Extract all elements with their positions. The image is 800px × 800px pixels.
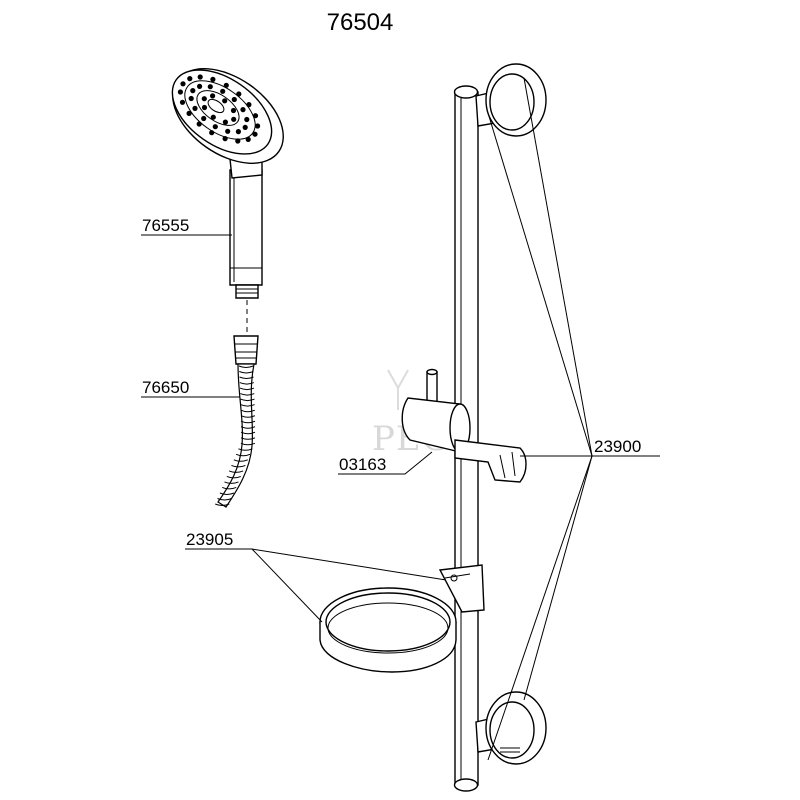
nozzle-dot	[220, 88, 226, 94]
hose-coil	[239, 371, 254, 374]
drawing-title: 76504	[327, 9, 394, 36]
nozzle-dot	[201, 115, 207, 122]
nozzle-dot	[223, 82, 229, 88]
hose-coil	[233, 459, 248, 462]
hose-coil	[240, 420, 256, 424]
nozzle-dot	[235, 129, 241, 135]
nozzle-dot	[255, 123, 261, 129]
part-label-23900: 23900	[594, 437, 641, 456]
nozzle-dot	[196, 121, 202, 127]
hose-coil	[239, 382, 254, 385]
nozzle-dot	[244, 116, 250, 123]
nozzle-dot	[210, 93, 216, 99]
nozzle-dot	[252, 131, 258, 137]
nozzle-dot	[246, 102, 252, 108]
hose-coil	[235, 453, 251, 457]
nozzle-dot	[197, 83, 203, 89]
hose-coil	[217, 498, 232, 501]
nozzle-dot	[235, 138, 241, 144]
nozzle-dot	[231, 96, 237, 103]
nozzle-dot	[209, 130, 215, 136]
hose-coil	[222, 486, 237, 490]
nozzle-dot	[190, 88, 196, 94]
nozzle-dot	[177, 89, 183, 95]
shower-hose	[217, 335, 259, 508]
leader-23905-a	[185, 548, 447, 581]
hand-shower	[171, 68, 284, 299]
soap-dish	[319, 564, 485, 673]
nozzle-dot	[222, 98, 228, 104]
hose-coil	[240, 426, 256, 429]
nozzle-dot	[225, 128, 231, 134]
bottom-wall-bracket	[475, 691, 547, 765]
nozzle-dot	[210, 114, 216, 120]
hose-coil	[240, 409, 255, 413]
leader-23900-bracket-top	[523, 77, 593, 457]
nozzle-dot	[252, 113, 259, 119]
hose-coil	[240, 415, 256, 418]
leader-lines	[141, 77, 660, 761]
nozzle-dot	[186, 110, 192, 116]
hose-coil	[240, 398, 255, 402]
hose-coil	[239, 387, 255, 391]
spray-nozzles	[177, 74, 261, 144]
nozzle-dot	[207, 84, 213, 90]
hose-coil	[239, 376, 254, 379]
top-wall-bracket	[475, 63, 547, 137]
part-label-03163: 03163	[339, 455, 386, 474]
part-label-76555: 76555	[142, 216, 189, 235]
hose-coil	[240, 442, 256, 446]
nozzle-dot	[222, 136, 228, 142]
nozzle-dot	[180, 81, 186, 87]
nozzle-dot	[192, 105, 198, 111]
nozzle-dot	[201, 104, 208, 111]
hose-coil	[240, 431, 256, 435]
nozzle-dot	[210, 76, 216, 82]
shower-holder-slider	[401, 368, 527, 483]
hose-coil	[219, 492, 235, 495]
nozzle-dot	[212, 124, 218, 130]
leader-23900-bracket-bottom	[523, 455, 593, 701]
nozzle-dot	[236, 91, 242, 97]
leader-23905-b	[251, 548, 323, 623]
leader-23900-rail-top	[487, 112, 593, 457]
nozzle-dot	[179, 99, 186, 105]
part-label-23905: 23905	[186, 530, 233, 549]
hose-coil	[231, 464, 246, 468]
nozzle-dot	[201, 96, 207, 102]
nozzle-dot	[222, 119, 228, 125]
nozzle-dot	[242, 124, 248, 130]
nozzle-dot	[187, 76, 193, 82]
nozzle-dot	[230, 107, 237, 114]
part-label-76650: 76650	[142, 378, 189, 397]
hose-coil	[238, 448, 253, 451]
hose-coil	[224, 481, 239, 484]
nozzle-dot	[231, 116, 237, 122]
hose-coil	[228, 470, 244, 473]
hose-coil	[215, 503, 230, 506]
nozzle-dot	[245, 136, 251, 142]
nozzle-dot	[240, 107, 246, 113]
hose-coil	[240, 437, 256, 440]
hose-coil	[240, 393, 255, 396]
leader-23900-rail-bottom	[487, 455, 593, 761]
hose-coil	[226, 475, 241, 479]
hose-coils	[215, 365, 256, 506]
leader-03163	[338, 451, 433, 475]
hose-coil	[240, 404, 255, 407]
nozzle-dot	[197, 74, 203, 80]
nozzle-dot	[188, 95, 194, 102]
hose-coil	[238, 365, 254, 368]
